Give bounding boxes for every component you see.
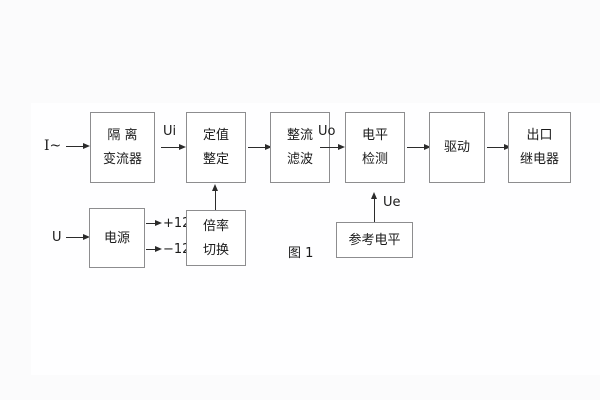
block-multiplier-switch[interactable]: 倍率 切换 <box>186 210 246 266</box>
block-isolation-ct-line-2: 变流器 <box>102 152 142 167</box>
block-multiplier-switch-line-2: 切换 <box>202 242 229 258</box>
block-output-relay-line-2: 继电器 <box>519 152 559 167</box>
arrow-setting-to-rectify <box>248 144 272 151</box>
figure-caption: 图 1 <box>288 246 314 261</box>
arrow-rail-positive <box>146 220 162 227</box>
arrow-reference-to-level-detect <box>371 192 378 222</box>
block-power-supply-line-1: 电源 <box>103 230 130 246</box>
arrow-multiplier-to-setting <box>212 184 219 210</box>
arrow-isolation-to-setting <box>161 144 186 151</box>
block-output-relay[interactable]: 出口 继电器 <box>508 112 571 183</box>
current-input-label: I~ <box>44 138 62 154</box>
block-isolation-ct-line-1: 隔 离 <box>107 128 138 143</box>
block-drive-line-1: 驱动 <box>443 140 470 155</box>
block-setting-line-2: 整定 <box>202 152 229 167</box>
arrow-rail-negative <box>146 246 162 253</box>
block-setting[interactable]: 定值 整定 <box>186 112 246 183</box>
block-isolation-ct[interactable]: 隔 离 变流器 <box>90 112 155 183</box>
block-level-detect[interactable]: 电平 检测 <box>345 112 405 183</box>
arrow-drive-to-output-relay <box>487 144 511 151</box>
voltage-input-label: U <box>52 230 62 245</box>
arrow-rectify-to-level-detect <box>320 144 345 151</box>
block-drive[interactable]: 驱动 <box>429 112 485 183</box>
block-multiplier-switch-line-1: 倍率 <box>202 218 229 234</box>
arrow-voltage-to-power-supply <box>66 234 90 241</box>
block-level-detect-line-1: 电平 <box>361 128 388 143</box>
block-rectify-filter-line-2: 滤波 <box>286 152 313 167</box>
signal-ue-label: Ue <box>383 195 401 210</box>
block-power-supply[interactable]: 电源 <box>89 208 145 268</box>
block-output-relay-line-1: 出口 <box>526 128 553 143</box>
block-rectify-filter-line-1: 整流 <box>286 128 313 143</box>
signal-uo-label: Uo <box>318 124 336 139</box>
block-reference-level-line-1: 参考电平 <box>348 232 401 248</box>
arrow-current-to-isolation <box>66 143 90 150</box>
block-level-detect-line-2: 检测 <box>361 152 388 167</box>
block-reference-level[interactable]: 参考电平 <box>336 222 413 258</box>
block-setting-line-1: 定值 <box>202 128 229 143</box>
arrow-level-detect-to-drive <box>407 144 431 151</box>
signal-ui-label: Ui <box>163 124 177 139</box>
